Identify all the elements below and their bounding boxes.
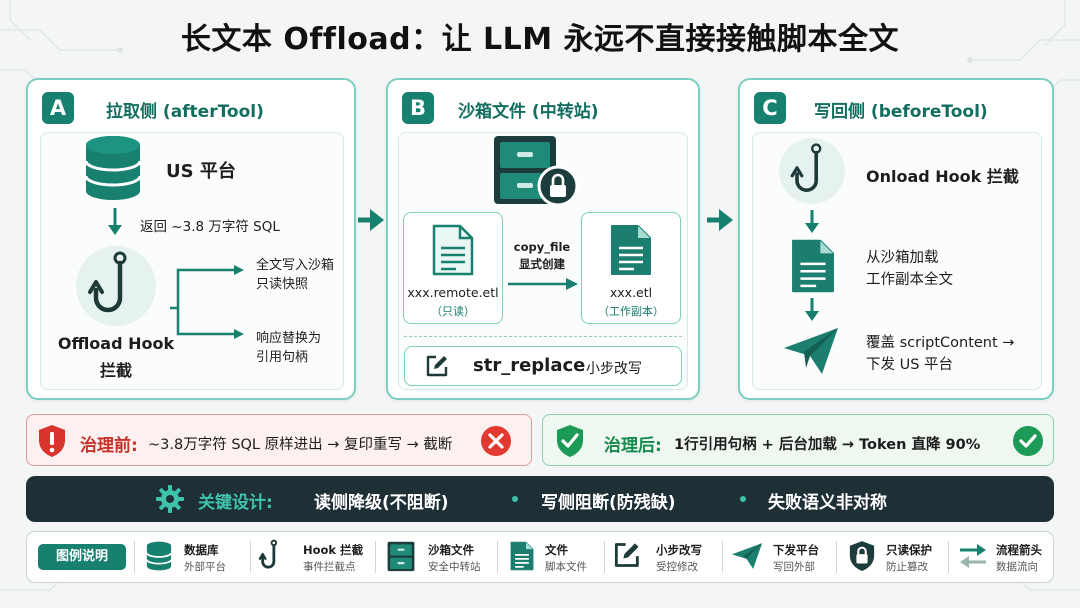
legend-sep-5 [722,541,723,573]
legend-sep-4 [604,541,605,573]
legend-send-icon [731,543,763,569]
onload-hook-icon [790,143,822,192]
panel-b-badge: B [402,92,434,124]
legend-cabinet-icon [387,541,415,572]
legend-desc-0: 外部平台 [184,561,226,573]
hook-label-2: 拦截 [99,361,132,380]
send-line-2: 下发 US 平台 [866,357,954,373]
return-label: 返回 ~3.8 万字符 SQL [140,219,280,235]
legend-desc-7: 数据流向 [996,561,1038,573]
database-icon [84,136,142,200]
after-label: 治理后: [604,436,662,456]
legend-sep-1 [250,541,251,573]
gear-icon [156,485,184,513]
design-item-2: 写侧阻断(防残缺) [541,493,676,513]
after-banner [542,414,1054,466]
legend-desc-3: 脚本文件 [545,561,587,573]
before-banner [26,414,532,466]
after-text: 1行引用句柄 + 后台加载 → Token 直降 90% [674,437,981,453]
design-item-1: 读侧降级(不阻断) [314,493,449,513]
panel-b-title: 沙箱文件 (中转站) [458,102,599,122]
legend-sep-3 [497,541,498,573]
replace-sub: 小步改写 [586,361,642,377]
legend-sep-2 [375,541,376,573]
legend-lock-shield-icon [849,541,875,571]
fail-x-icon [481,426,511,456]
shield-check-icon [557,425,583,457]
legend-database-icon [146,541,172,571]
replace-label: str_replace [473,355,586,376]
legend-name-7: 流程箭头 [996,543,1042,557]
legend-file-icon [510,541,534,571]
legend-desc-2: 安全中转站 [428,561,481,573]
legend-title: 图例说明 [38,544,126,570]
file-work-sub: （工作副本） [598,305,664,318]
panel-write-side: C 写回侧 (beforeTool) [738,78,1054,400]
design-label: 关键设计: [198,493,273,513]
replace-box [404,346,682,386]
flow-arrow-b-c [707,209,733,231]
cabinet-icon [494,136,579,207]
shield-warning-icon [39,425,65,457]
legend-edit-icon [614,543,639,567]
legend-name-2: 沙箱文件 [428,543,474,557]
design-item-3: 失败语义非对称 [768,493,887,513]
design-dot-2 [740,496,746,502]
legend-name-4: 小步改写 [656,543,702,557]
arrow-down-icon [108,208,122,235]
arrow-down-icon-c1 [805,210,819,233]
dashed-divider [404,336,682,337]
panel-a-title: 拉取侧 (afterTool) [106,102,264,122]
copy-label-2: 显式创建 [519,257,565,271]
panel-c-badge: C [754,92,786,124]
branch-1-line-1: 全文写入沙箱 [256,258,335,273]
key-design-bar [26,476,1054,522]
file-remote-name: xxx.remote.etl [407,285,499,300]
copy-label-1: copy_file [513,240,571,254]
flow-arrow-a-b [358,209,384,231]
edit-icon [426,355,448,377]
send-line-1: 覆盖 scriptContent → [866,335,1015,351]
document-filled-icon [611,225,651,275]
legend-desc-5: 写回外部 [773,561,815,573]
legend-desc-1: 事件拦截点 [303,561,356,573]
legend-desc-6: 防止篡改 [886,561,928,573]
arrow-down-icon-c2 [805,298,819,321]
legend-bar [26,531,1054,583]
legend-name-1: Hook 拦截 [303,543,364,557]
branch-2-line-2: 引用句柄 [256,350,309,365]
load-line-2: 工作副本全文 [866,272,953,288]
document-outline-icon [432,224,474,276]
page-title: 长文本 Offload：让 LLM 永远不直接接触脚本全文 [180,22,900,57]
legend-sep-6 [836,541,837,573]
branch-2-line-1: 响应替换为 [256,331,322,346]
onload-hook-label: Onload Hook 拦截 [866,167,1019,186]
file-work-name: xxx.etl [609,285,653,300]
file-remote-sub: （只读） [431,305,475,318]
legend-name-3: 文件 [545,543,568,557]
load-line-1: 从沙箱加载 [866,250,939,266]
success-check-icon [1013,426,1043,456]
legend-name-0: 数据库 [184,543,219,557]
panel-a-badge: A [42,92,74,124]
platform-label: US 平台 [166,161,236,182]
send-icon [784,328,838,374]
before-label: 治理前: [80,436,138,456]
legend-name-5: 下发平台 [773,543,819,557]
panel-c-title: 写回侧 (beforeTool) [814,102,988,122]
script-file-icon [792,239,834,293]
hook-icon [88,251,127,313]
copy-arrow [508,278,578,290]
legend-hook-icon [258,539,278,569]
before-text: ~3.8万字符 SQL 原样进出 → 复印重写 → 截断 [148,437,453,453]
hook-label-1: Offload Hook [57,334,175,353]
legend-desc-4: 受控修改 [656,561,698,573]
legend-sep-0 [134,541,135,573]
branch-1-line-2: 只读快照 [256,277,309,292]
legend-flow-arrows-icon [960,544,986,568]
design-dot-1 [512,496,518,502]
legend-name-6: 只读保护 [886,543,932,557]
branch-arrows [170,265,244,339]
legend-sep-7 [948,541,949,573]
